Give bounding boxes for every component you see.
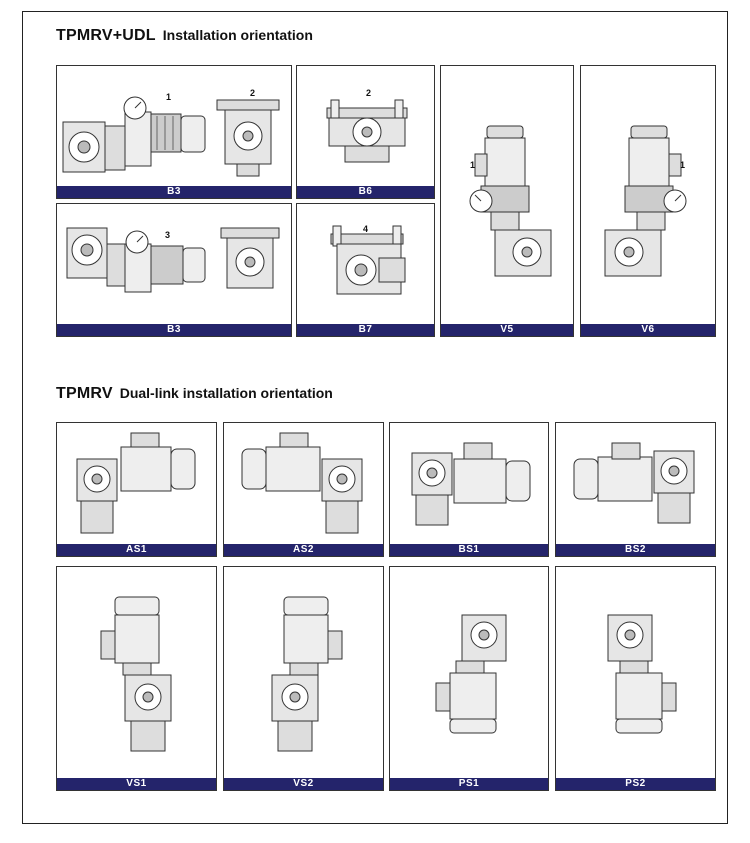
panel-vs1: VS1 xyxy=(56,566,217,791)
page-frame xyxy=(22,11,728,824)
panel-v5: 1 V5 xyxy=(440,65,574,337)
panel-label: BS2 xyxy=(556,544,715,556)
panel-b6: 2 B6 xyxy=(296,65,435,199)
marker: 1 xyxy=(166,92,172,102)
section2-code: TPMRV xyxy=(56,385,113,402)
panel-v6: 1 V6 xyxy=(580,65,716,337)
panel-ps2: PS2 xyxy=(555,566,716,791)
panel-label: B6 xyxy=(297,186,434,198)
gear-motor-drawing-icon xyxy=(326,99,408,163)
panel-b3-bottom: 3 B3 xyxy=(56,203,292,337)
section1-code: TPMRV+UDL xyxy=(56,27,156,44)
gear-motor-drawing-icon xyxy=(411,442,531,526)
section1-heading: TPMRV+UDL Installation orientation xyxy=(56,27,313,45)
gear-motor-drawing-icon xyxy=(469,125,552,277)
marker: 2 xyxy=(366,88,372,98)
panel-label: V6 xyxy=(581,324,715,336)
gear-motor-drawing-icon xyxy=(573,442,695,524)
section2-description: Dual-link installation orientation xyxy=(119,385,333,401)
panel-label: B3 xyxy=(57,324,291,336)
panel-label: B3 xyxy=(57,186,291,198)
marker: 4 xyxy=(363,224,369,234)
section2-heading: TPMRV Dual-link installation orientation xyxy=(56,385,333,403)
gear-motor-drawing-icon xyxy=(604,125,687,277)
gear-motor-drawing-icon xyxy=(330,225,406,295)
marker: 1 xyxy=(680,160,686,170)
panel-label: AS2 xyxy=(224,544,383,556)
panel-label: AS1 xyxy=(57,544,216,556)
panel-label: BS1 xyxy=(390,544,548,556)
marker: 2 xyxy=(250,88,256,98)
gear-motor-drawing-icon xyxy=(76,432,196,534)
gear-motor-drawing-icon xyxy=(435,614,507,734)
gear-motor-drawing-icon xyxy=(62,96,280,177)
panel-label: PS2 xyxy=(556,778,715,790)
panel-label: B7 xyxy=(297,324,434,336)
gear-motor-drawing-icon xyxy=(66,227,280,293)
panel-vs2: VS2 xyxy=(223,566,384,791)
panel-label: PS1 xyxy=(390,778,548,790)
panel-label: VS1 xyxy=(57,778,216,790)
marker: 1 xyxy=(470,160,476,170)
panel-b3-top: 1 2 B3 xyxy=(56,65,292,199)
panel-ps1: PS1 xyxy=(389,566,549,791)
gear-motor-drawing-icon xyxy=(241,432,363,534)
panel-bs2: BS2 xyxy=(555,422,716,557)
gear-motor-drawing-icon xyxy=(271,596,343,752)
panel-as1: AS1 xyxy=(56,422,217,557)
panel-bs1: BS1 xyxy=(389,422,549,557)
gear-motor-drawing-icon xyxy=(607,614,677,734)
panel-b7: 4 B7 xyxy=(296,203,435,337)
marker: 3 xyxy=(165,230,171,240)
panel-as2: AS2 xyxy=(223,422,384,557)
panel-label: VS2 xyxy=(224,778,383,790)
section1-description: Installation orientation xyxy=(162,27,313,43)
gear-motor-drawing-icon xyxy=(100,596,172,752)
panel-label: V5 xyxy=(441,324,573,336)
